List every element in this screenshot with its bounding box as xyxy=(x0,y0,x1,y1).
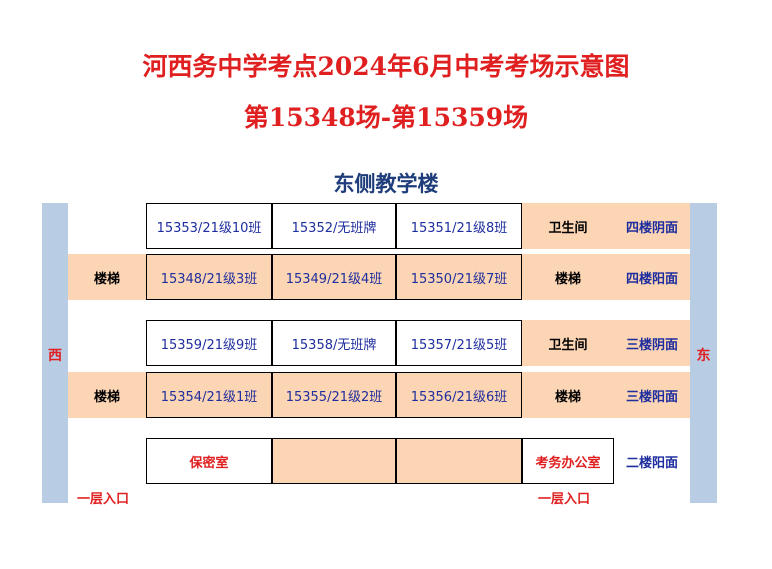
exam-room: 15351/21级8班 xyxy=(396,203,522,249)
east-label: 东 xyxy=(696,348,711,364)
exam-room: 15350/21级7班 xyxy=(396,254,522,300)
exam-room: 15357/21级5班 xyxy=(396,320,522,366)
restroom-label: 卫生间 xyxy=(548,337,588,353)
room-label: 15350/21级7班 xyxy=(410,271,508,287)
exam-room: 15349/21级4班 xyxy=(272,254,396,300)
building-name: 东侧教学楼 xyxy=(333,171,439,196)
secure-room: 保密室 xyxy=(146,438,272,484)
exam-room: 15358/无班牌 xyxy=(272,320,396,366)
stairs-label: 楼梯 xyxy=(554,389,581,405)
side-label-3-sun: 三楼阳面 xyxy=(625,389,678,405)
exam-room: 15353/21级10班 xyxy=(146,203,272,249)
room-label: 15356/21级6班 xyxy=(410,389,508,405)
room-label: 15358/无班牌 xyxy=(291,337,377,353)
room-label: 15348/21级3班 xyxy=(160,271,258,287)
exam-room: 15354/21级1班 xyxy=(146,372,272,418)
room-label: 考务办公室 xyxy=(535,455,601,471)
exam-room: 15352/无班牌 xyxy=(272,203,396,249)
room-label: 15352/无班牌 xyxy=(291,220,377,236)
entrance-label-east: 一层入口 xyxy=(538,492,591,507)
west-side-bar xyxy=(42,203,68,503)
floor3-top-right-band xyxy=(522,320,690,366)
room-blank xyxy=(272,438,396,484)
stairs-label: 楼梯 xyxy=(93,271,120,287)
east-side-bar xyxy=(690,203,717,503)
exam-room: 15356/21级6班 xyxy=(396,372,522,418)
side-label-4-sun: 四楼阳面 xyxy=(625,271,678,287)
room-label: 15349/21级4班 xyxy=(285,271,383,287)
side-label-2-sun: 二楼阳面 xyxy=(625,455,678,471)
exam-room: 15355/21级2班 xyxy=(272,372,396,418)
restroom-label: 卫生间 xyxy=(548,220,588,236)
room-label: 15355/21级2班 xyxy=(285,389,383,405)
title-line-2: 第15348场-第15359场 xyxy=(243,103,529,132)
exam-room: 15359/21级9班 xyxy=(146,320,272,366)
room-label: 15353/21级10班 xyxy=(156,220,262,236)
side-label-3-shade: 三楼阴面 xyxy=(625,337,678,353)
room-label: 15354/21级1班 xyxy=(160,389,258,405)
entrance-label-west: 一层入口 xyxy=(77,492,130,507)
floor4-top-right-band xyxy=(522,203,690,249)
exam-room: 15348/21级3班 xyxy=(146,254,272,300)
side-label-4-shade: 四楼阴面 xyxy=(625,220,678,236)
stairs-label: 楼梯 xyxy=(93,389,120,405)
title-line-1: 河西务中学考点2024年6月中考考场示意图 xyxy=(142,52,630,81)
stairs-label: 楼梯 xyxy=(554,271,581,287)
exam-office: 考务办公室 xyxy=(522,438,614,484)
room-label: 15359/21级9班 xyxy=(160,337,258,353)
room-blank xyxy=(396,438,522,484)
room-label: 15351/21级8班 xyxy=(410,220,508,236)
room-label: 保密室 xyxy=(189,455,229,471)
room-label: 15357/21级5班 xyxy=(410,337,508,353)
west-label: 西 xyxy=(48,348,62,364)
